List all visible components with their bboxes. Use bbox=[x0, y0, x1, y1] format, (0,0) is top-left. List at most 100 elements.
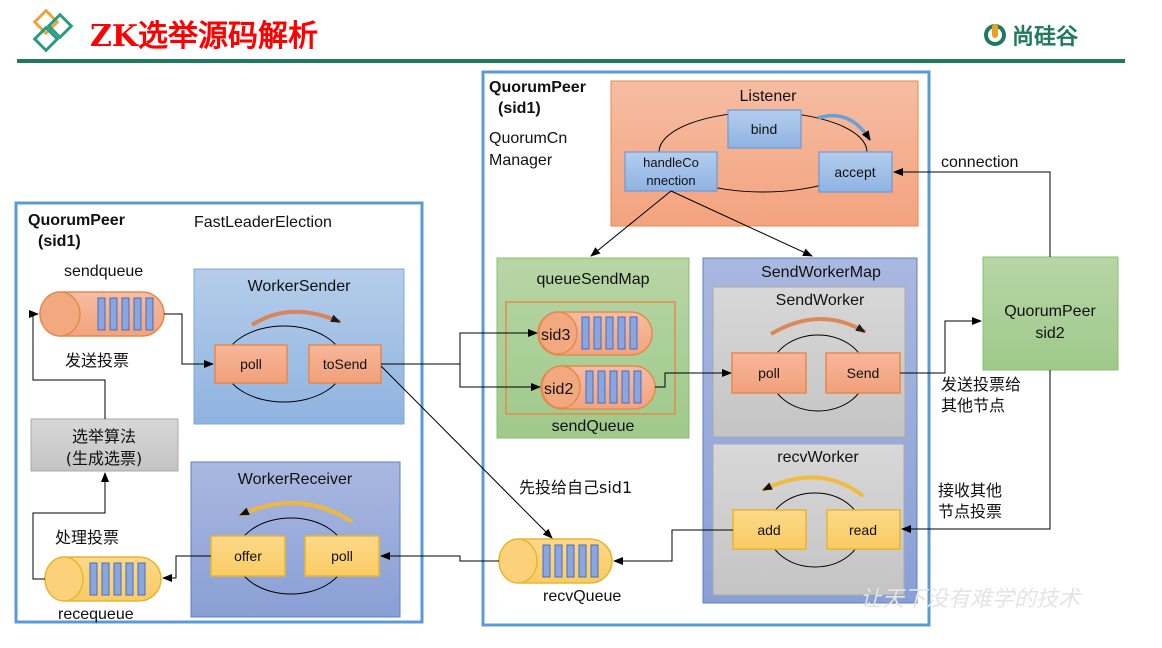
recv-worker-title: recvWorker bbox=[777, 449, 859, 466]
queue-slot bbox=[133, 297, 142, 331]
recequeue-label: recequeue bbox=[58, 606, 134, 623]
algorithm-label: 选举算法 bbox=[72, 427, 136, 446]
listener-bind-node bbox=[727, 109, 802, 149]
cross-panel-connectors bbox=[380, 168, 1051, 565]
middle-panel-title: QuorumPeer bbox=[489, 79, 586, 96]
queue-slot bbox=[597, 370, 606, 404]
queue-slot bbox=[554, 544, 563, 578]
left-panel-connectors bbox=[29, 310, 214, 582]
brand-name: 尚硅谷 bbox=[1012, 25, 1079, 50]
quorum-cn-manager-label-1: QuorumCn bbox=[489, 130, 567, 147]
header-logo-icon bbox=[32, 8, 74, 53]
recv-queue-cylinder bbox=[498, 538, 613, 584]
listener-handle-label-1: handleCo bbox=[643, 155, 699, 170]
worker-sender-poll-label: poll bbox=[240, 356, 262, 372]
queue-slot bbox=[137, 562, 146, 596]
queue-slot bbox=[578, 544, 587, 578]
algorithm-sublabel: (生成选票) bbox=[66, 449, 143, 468]
process-vote-label: 处理投票 bbox=[55, 528, 119, 547]
listener-bind-label: bind bbox=[751, 121, 777, 137]
queue-slot bbox=[566, 544, 575, 578]
listener-accept-label: accept bbox=[834, 164, 875, 180]
sendqueue-label: sendqueue bbox=[64, 263, 143, 280]
header-divider bbox=[17, 59, 1125, 63]
queue-slot bbox=[609, 370, 618, 404]
queue-slot bbox=[621, 370, 630, 404]
queue-slot bbox=[585, 370, 594, 404]
listener-handle-connection-node bbox=[624, 151, 718, 192]
queue-slot bbox=[145, 297, 154, 331]
u-brand-icon bbox=[984, 24, 1006, 46]
queue-slot bbox=[542, 544, 551, 578]
listener-handle-label-2: nnection bbox=[646, 173, 695, 188]
recv-queue-label: recvQueue bbox=[543, 588, 621, 605]
queue-slot bbox=[97, 297, 106, 331]
send-worker-poll-node bbox=[731, 352, 807, 394]
worker-sender-poll-node bbox=[214, 344, 288, 384]
left-panel-title: QuorumPeer bbox=[28, 212, 125, 229]
recv-worker-read-node bbox=[826, 509, 901, 550]
queue-slot bbox=[125, 562, 134, 596]
quorum-peer-sid2-box bbox=[982, 256, 1119, 371]
worker-sender-tosend-label: toSend bbox=[323, 356, 367, 372]
sid2-label: sid2 bbox=[544, 381, 573, 398]
middle-panel-sid: (sid1) bbox=[498, 100, 541, 117]
listener-cycle-arrow bbox=[817, 113, 872, 141]
send-queue-label: sendQueue bbox=[552, 418, 635, 435]
page-title: ZK选举源码解析 bbox=[90, 19, 318, 54]
worker-receiver-poll-node bbox=[304, 535, 380, 577]
queue-slot bbox=[109, 297, 118, 331]
queue-slot bbox=[121, 297, 130, 331]
recv-from-others-label-2: 节点投票 bbox=[938, 502, 1002, 521]
sid2-queue bbox=[540, 365, 656, 410]
watermark-text: 让天下没有难学的技术 bbox=[860, 587, 1082, 612]
queue-slot bbox=[581, 316, 590, 350]
recv-from-others-label-1: 接收其他 bbox=[938, 481, 1002, 500]
send-to-others-label-2: 其他节点 bbox=[941, 396, 1005, 415]
recv-worker-cycle-arrow bbox=[762, 475, 865, 498]
worker-receiver-cycle-arrow bbox=[239, 501, 354, 524]
send-queue-group bbox=[505, 301, 676, 415]
send-worker-send-label: Send bbox=[847, 365, 880, 381]
queue-slot bbox=[629, 316, 638, 350]
send-to-others-label-1: 发送投票给 bbox=[941, 375, 1021, 394]
queue-slot bbox=[101, 562, 110, 596]
recv-worker-add-label: add bbox=[757, 522, 780, 538]
quorum-cn-manager-label-2: Manager bbox=[489, 152, 553, 169]
quorum-peer-sid2-title: QuorumPeer bbox=[1004, 303, 1096, 320]
send-worker-map-title: SendWorkerMap bbox=[761, 264, 881, 281]
quorum-peer-sid2-id: sid2 bbox=[1035, 325, 1064, 342]
worker-receiver-offer-label: offer bbox=[234, 548, 262, 564]
sid3-queue bbox=[537, 311, 653, 356]
queue-slot bbox=[590, 544, 599, 578]
sid3-label: sid3 bbox=[541, 327, 570, 344]
queue-send-map-title: queueSendMap bbox=[537, 271, 650, 288]
send-worker-poll-label: poll bbox=[758, 365, 780, 381]
worker-sender-title: WorkerSender bbox=[248, 278, 352, 295]
connection-label: connection bbox=[941, 154, 1018, 171]
sendqueue-cylinder bbox=[39, 291, 165, 337]
worker-receiver-offer-node bbox=[210, 535, 286, 577]
send-worker-title: SendWorker bbox=[776, 292, 865, 309]
recv-worker-add-node bbox=[732, 509, 807, 550]
recv-worker-read-label: read bbox=[849, 522, 877, 538]
queue-slot bbox=[633, 370, 642, 404]
listener-title: Listener bbox=[740, 88, 798, 105]
worker-receiver-poll-label: poll bbox=[331, 548, 353, 564]
queue-slot bbox=[593, 316, 602, 350]
queue-slot bbox=[605, 316, 614, 350]
queue-slot bbox=[617, 316, 626, 350]
election-algorithm-box bbox=[30, 418, 179, 472]
worker-sender-cycle-arrow bbox=[250, 309, 341, 327]
worker-receiver-title: WorkerReceiver bbox=[238, 471, 353, 488]
self-vote-label: 先投给自己sid1 bbox=[519, 478, 632, 497]
send-worker-cycle-arrow bbox=[769, 317, 867, 336]
queue-slot bbox=[89, 562, 98, 596]
queue-slot bbox=[113, 562, 122, 596]
send-vote-label: 发送投票 bbox=[65, 351, 129, 370]
listener-accept-node bbox=[818, 151, 893, 193]
fast-leader-election-label: FastLeaderElection bbox=[194, 214, 332, 231]
left-panel-sid: (sid1) bbox=[38, 233, 81, 250]
recequeue-cylinder bbox=[44, 556, 162, 602]
